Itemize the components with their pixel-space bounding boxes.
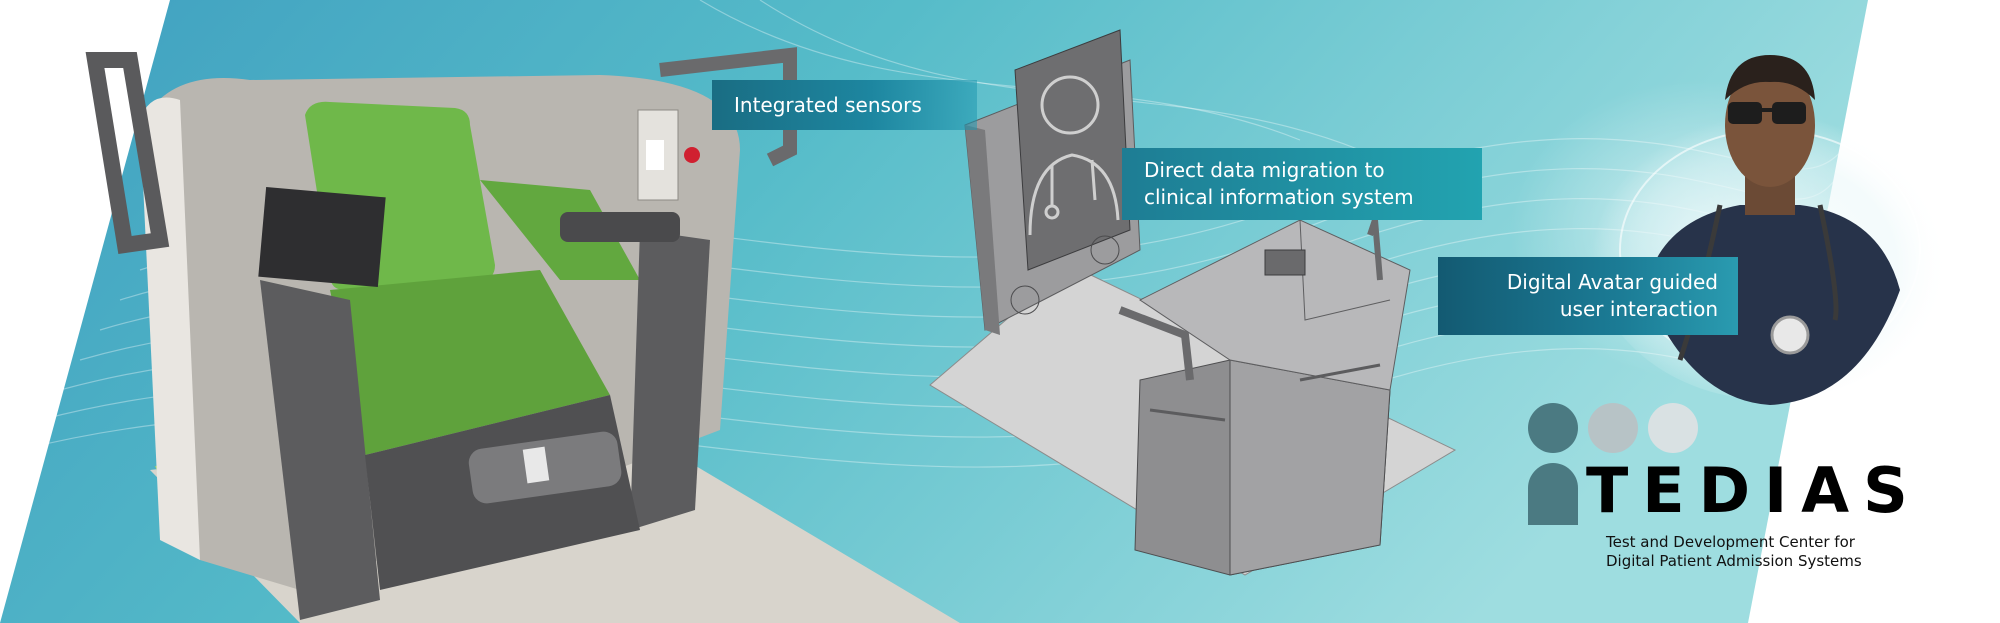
callout-digital-avatar: Digital Avatar guided user interaction xyxy=(1438,257,1738,335)
callout-data-migration-line1: Direct data migration to xyxy=(1144,158,1385,182)
logo-dot-dark xyxy=(1528,403,1578,453)
callout-data-migration: Direct data migration to clinical inform… xyxy=(1122,148,1482,220)
logo-person-bar xyxy=(1528,463,1578,525)
logo-dot-light xyxy=(1648,403,1698,453)
logo-tagline-line1: Test and Development Center for xyxy=(1606,533,1855,551)
callout-digital-avatar-line2: user interaction xyxy=(1559,297,1718,321)
logo-wordmark: TEDIAS xyxy=(1586,454,1922,527)
callout-integrated-sensors: Integrated sensors xyxy=(712,80,977,130)
callout-data-migration-line2: clinical information system xyxy=(1144,185,1414,209)
logo-tagline-line2: Digital Patient Admission Systems xyxy=(1606,552,1862,570)
callout-integrated-sensors-text: Integrated sensors xyxy=(734,92,922,117)
tedias-logo: TEDIAS Test and Development Center for D… xyxy=(1528,403,1908,583)
logo-tagline: Test and Development Center for Digital … xyxy=(1606,533,1862,571)
logo-dot-mid xyxy=(1588,403,1638,453)
callout-digital-avatar-line1: Digital Avatar guided xyxy=(1506,270,1718,294)
